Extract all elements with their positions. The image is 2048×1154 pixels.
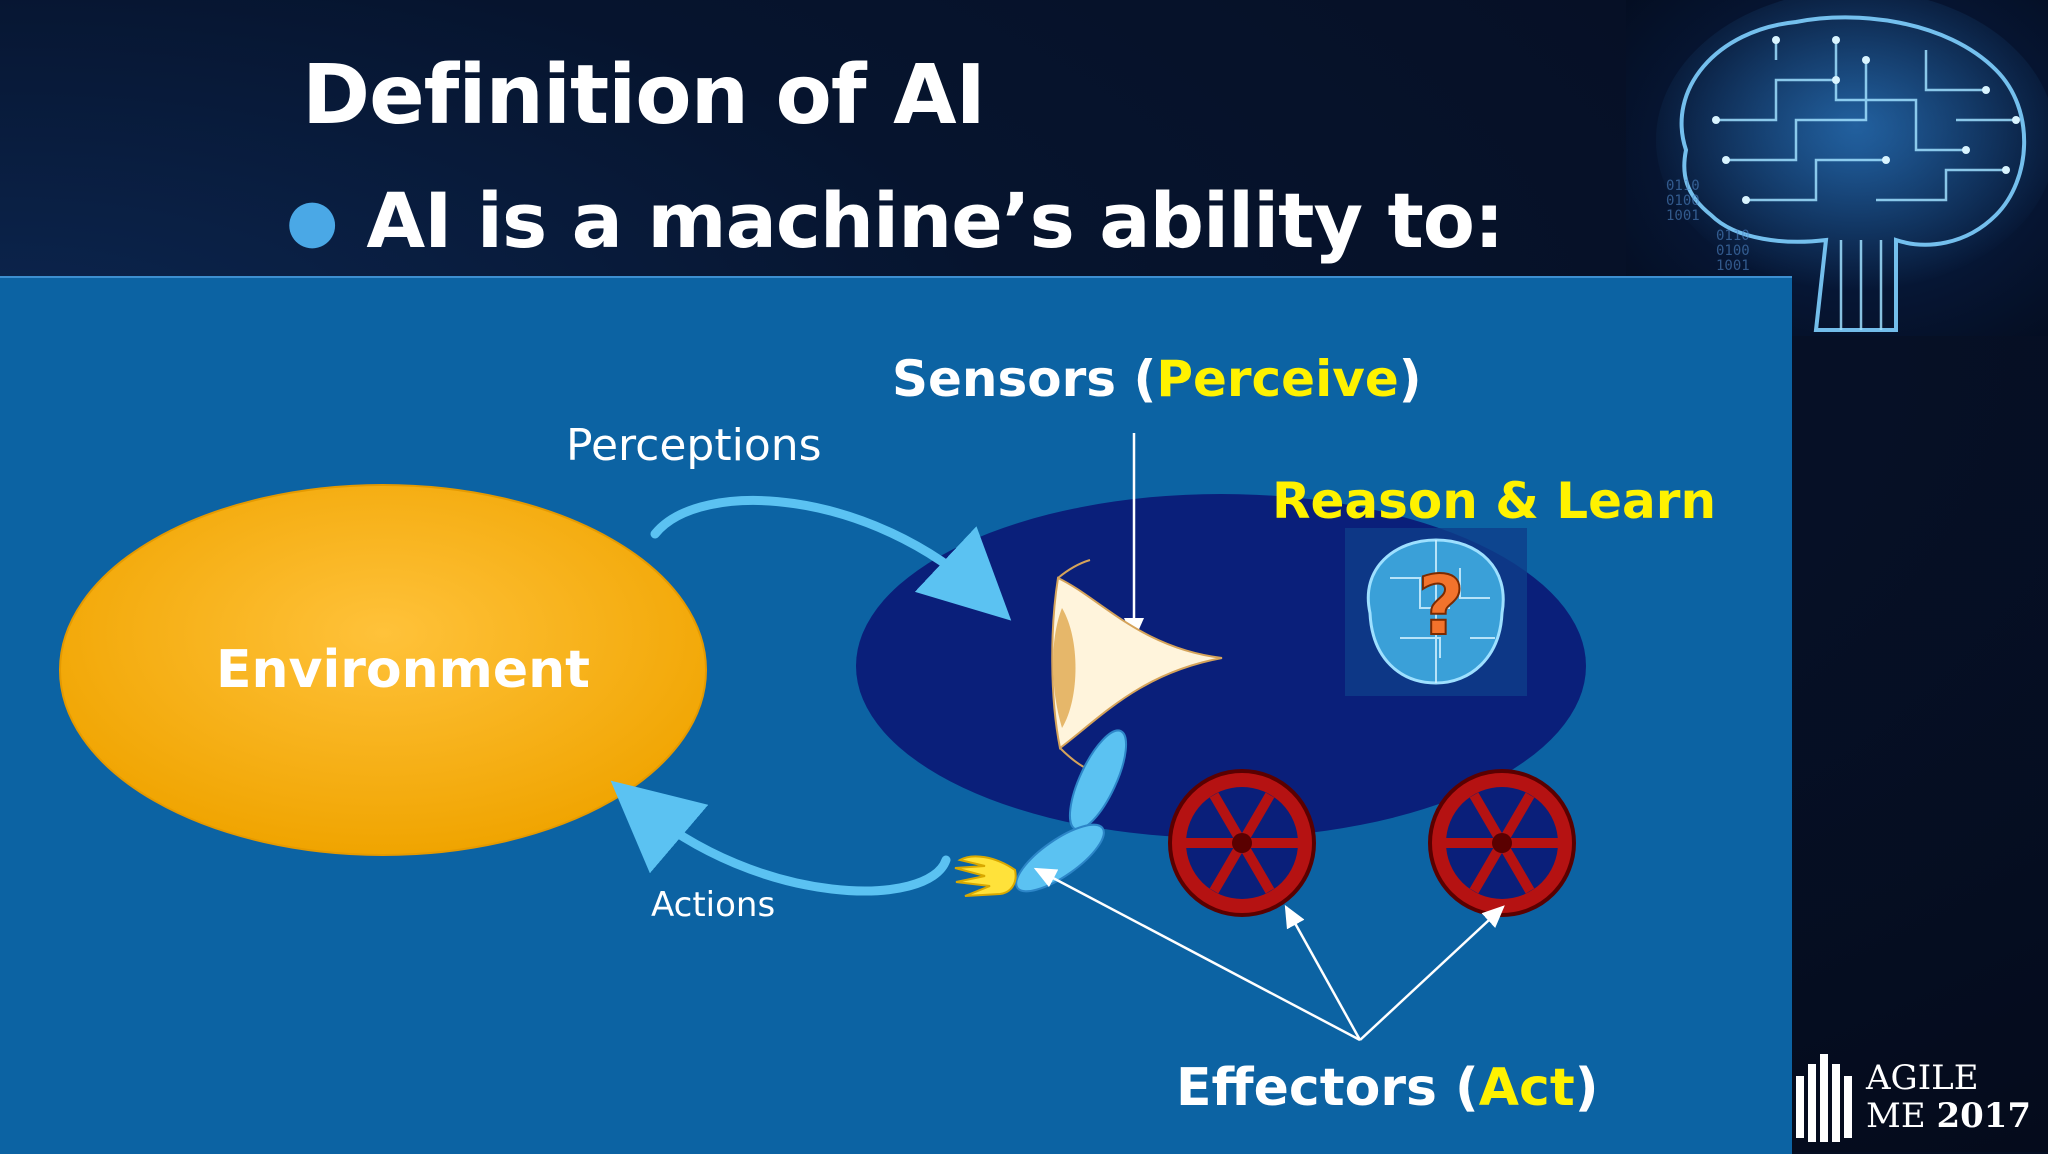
eye-sensor-icon — [1051, 559, 1223, 771]
wheel-icon — [1168, 769, 1316, 917]
perceptions-label: Perceptions — [566, 420, 822, 471]
effectors-highlight: Act — [1478, 1058, 1575, 1118]
sensors-label-text: Sensors — [892, 350, 1117, 408]
svg-text:1001: 1001 — [1716, 258, 1750, 274]
actions-arrow — [610, 780, 951, 896]
agile-me-logo-icon — [1796, 1054, 1852, 1142]
question-mark-icon: ? — [1417, 559, 1465, 654]
hand-icon — [954, 855, 1017, 897]
effectors-pointer-lines — [1033, 867, 1505, 1042]
svg-text:0100: 0100 — [1666, 193, 1700, 209]
actions-label: Actions — [651, 885, 776, 925]
sensors-highlight: Perceive — [1156, 350, 1399, 408]
bullet-dot-icon: ● — [286, 185, 339, 256]
svg-text:0100: 0100 — [1716, 243, 1750, 259]
slide-title: Definition of AI — [302, 48, 986, 143]
sensors-paren-open: ( — [1116, 350, 1157, 408]
environment-ellipse — [59, 484, 707, 856]
logo-line-agile: AGILE — [1866, 1058, 1979, 1098]
perceptions-arrow — [650, 496, 1012, 621]
reason-learn-label: Reason & Learn — [1272, 472, 1717, 530]
svg-text:1001: 1001 — [1666, 208, 1700, 224]
effectors-paren-close: ) — [1574, 1058, 1599, 1118]
svg-text:0110: 0110 — [1716, 228, 1750, 244]
logo-me-text: ME — [1866, 1096, 1926, 1136]
effectors-label: Effectors (Act) — [1176, 1058, 1599, 1118]
logo-year: 2017 — [1936, 1096, 2032, 1136]
effectors-label-text: Effectors — [1176, 1058, 1437, 1118]
effectors-paren-open: ( — [1436, 1058, 1479, 1118]
bullet-text: AI is a machine’s ability to: — [366, 176, 1504, 265]
bullet-row: ● AI is a machine’s ability to: — [286, 176, 1504, 265]
environment-label: Environment — [216, 640, 590, 700]
agile-me-logo: AGILE ME 2017 — [1794, 1046, 2044, 1146]
brain-icon — [1345, 528, 1527, 696]
sensors-label: Sensors (Perceive) — [892, 350, 1422, 408]
logo-line-me: ME 2017 — [1866, 1096, 2031, 1136]
svg-text:0110: 0110 — [1666, 178, 1700, 194]
wheel-icon — [1428, 769, 1576, 917]
agent-diagram: ? — [59, 433, 1586, 1042]
diagram-panel: ? — [0, 276, 1792, 1154]
sensors-paren-close: ) — [1398, 350, 1422, 408]
